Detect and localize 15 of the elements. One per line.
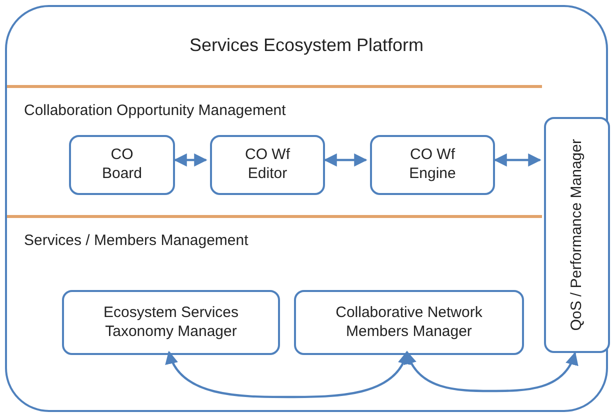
- connector-arrow: [494, 153, 542, 167]
- component-box: CO Board: [69, 135, 175, 195]
- component-box: Ecosystem Services Taxonomy Manager: [62, 290, 280, 355]
- component-box: Collaborative Network Members Manager: [294, 290, 524, 355]
- component-box: QoS / Performance Manager: [544, 117, 610, 353]
- platform-frame: [5, 5, 608, 412]
- platform-title: Services Ecosystem Platform: [188, 35, 425, 56]
- layer-heading: Collaboration Opportunity Management: [24, 102, 286, 119]
- connector-arrow: [404, 350, 578, 392]
- layer-heading: Services / Members Management: [24, 232, 248, 249]
- connector-arrow: [174, 153, 208, 167]
- connector-arrow: [324, 153, 368, 167]
- connector-arrow: [166, 350, 410, 398]
- component-box: CO Wf Editor: [210, 135, 325, 195]
- component-box: CO Wf Engine: [370, 135, 495, 195]
